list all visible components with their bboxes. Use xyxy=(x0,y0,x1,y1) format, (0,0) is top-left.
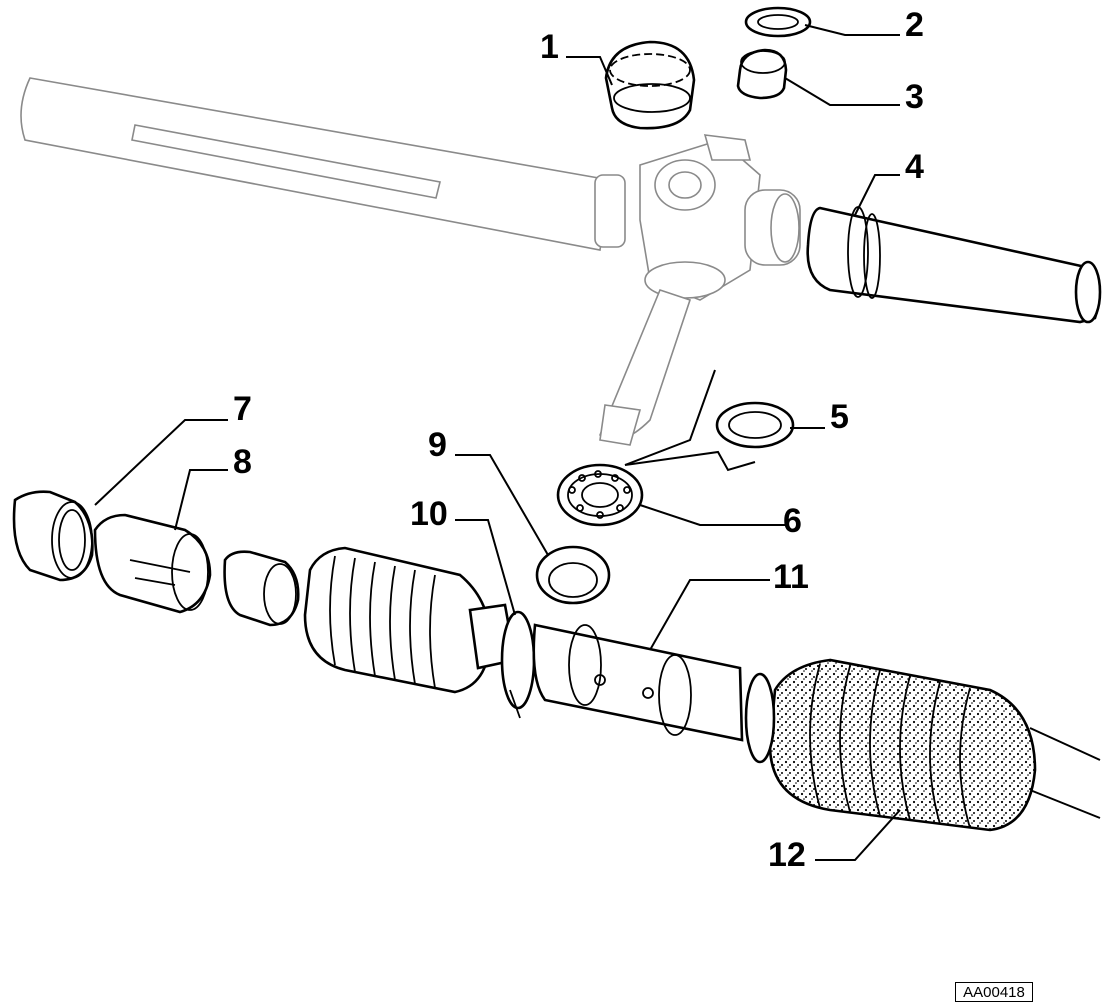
part-11-rack-shaft xyxy=(532,623,744,742)
part-3-bush xyxy=(736,48,788,100)
callout-3: 3 xyxy=(905,78,924,116)
inner-bush xyxy=(223,550,300,627)
callout-6: 6 xyxy=(783,502,802,540)
part-10-clip xyxy=(500,610,536,719)
rack-housing xyxy=(20,77,801,446)
callout-5: 5 xyxy=(830,398,849,436)
callout-7: 7 xyxy=(233,390,252,428)
reference-code: AA00418 xyxy=(955,982,1033,1002)
callout-11: 11 xyxy=(773,558,809,596)
part-7-end-cap xyxy=(12,490,94,582)
part-2-washer xyxy=(744,6,812,38)
callout-10: 10 xyxy=(410,495,448,533)
part-9-seal xyxy=(535,545,611,605)
part-5-snap-ring xyxy=(715,401,795,449)
part-12-boot xyxy=(744,658,1101,832)
part-1-cap xyxy=(604,40,696,130)
part-6-bearing xyxy=(556,463,644,527)
part-4-tube xyxy=(806,206,1102,324)
callout-4: 4 xyxy=(905,148,924,186)
leader-lines xyxy=(94,24,901,861)
callout-2: 2 xyxy=(905,6,924,44)
callout-1: 1 xyxy=(540,28,559,66)
callout-12: 12 xyxy=(768,836,806,874)
part-8-bush xyxy=(93,513,212,614)
left-boot xyxy=(303,546,517,694)
callout-8: 8 xyxy=(233,443,252,481)
callout-labels: 1 2 3 4 5 6 7 8 9 10 11 12 xyxy=(233,6,924,874)
callout-9: 9 xyxy=(428,426,447,464)
